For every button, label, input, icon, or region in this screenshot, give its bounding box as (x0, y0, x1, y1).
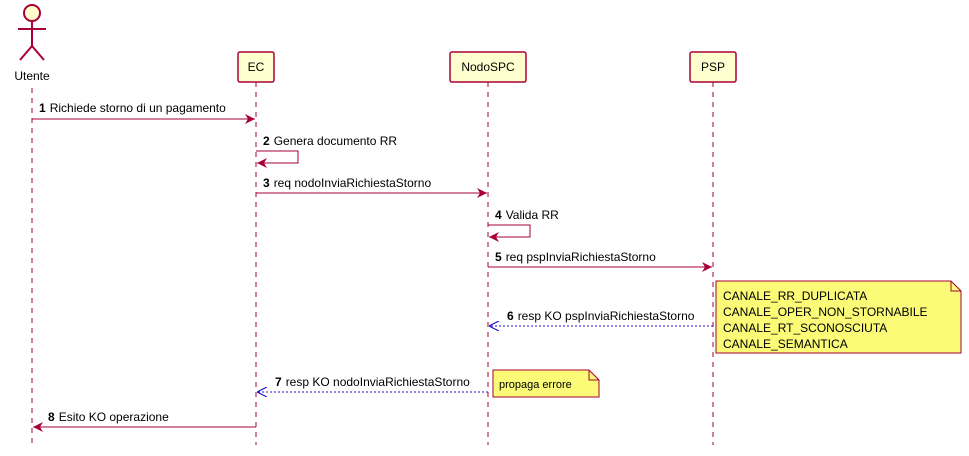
message-5-text: req pspInviaRichiestaStorno (506, 250, 656, 264)
message-6-num: 6 (507, 309, 514, 323)
note-psp-error-1: CANALE_RR_DUPLICATA (723, 289, 867, 303)
message-5-num: 5 (495, 250, 502, 264)
message-7-num: 7 (275, 375, 282, 389)
actor-utente-label: Utente (14, 69, 50, 83)
message-3-num: 3 (263, 176, 270, 190)
message-4-text: Valida RR (506, 208, 559, 222)
note-propaga-errore: propaga errore (492, 369, 600, 398)
participant-nodospc (449, 51, 527, 83)
message-8: 8 Esito KO operazione (33, 410, 256, 432)
message-6-text: resp KO pspInviaRichiestaStorno (518, 309, 695, 323)
message-8-text: Esito KO operazione (59, 410, 169, 424)
message-1-text: Richiede storno di un pagamento (50, 101, 226, 115)
message-4-num: 4 (495, 208, 502, 222)
participant-ec (237, 51, 275, 83)
message-6: 6 resp KO pspInviaRichiestaStorno (489, 309, 713, 326)
message-1-num: 1 (39, 101, 46, 115)
message-2-text: Genera documento RR (274, 134, 398, 148)
participant-psp-label: PSP (701, 60, 725, 74)
note-psp-error-4: CANALE_SEMANTICA (723, 337, 848, 351)
note-psp-error-2: CANALE_OPER_NON_STORNABILE (723, 305, 928, 319)
message-4: 4 Valida RR (488, 208, 559, 242)
message-8-num: 8 (48, 410, 55, 424)
participant-ec-label: EC (248, 60, 265, 74)
note-propaga-text: propaga errore (499, 379, 572, 391)
message-1: 1 Richiede storno di un pagamento (32, 101, 255, 124)
participant-psp (689, 51, 737, 83)
message-3-text: req nodoInviaRichiestaStorno (274, 176, 432, 190)
message-7: 7 resp KO nodoInviaRichiestaStorno (257, 375, 488, 392)
participant-nodospc-label: NodoSPC (461, 60, 515, 74)
note-psp-error-3: CANALE_RT_SCONOSCIUTA (723, 321, 887, 335)
message-7-text: resp KO nodoInviaRichiestaStorno (286, 375, 470, 389)
message-5: 5 req pspInviaRichiestaStorno (488, 250, 712, 272)
message-2: 2 Genera documento RR (256, 134, 397, 168)
actor-utente-icon (18, 4, 46, 61)
message-3: 3 req nodoInviaRichiestaStorno (256, 176, 487, 198)
message-2-num: 2 (263, 134, 270, 148)
note-psp-errors: CANALE_RR_DUPLICATA CANALE_OPER_NON_STOR… (715, 280, 962, 354)
